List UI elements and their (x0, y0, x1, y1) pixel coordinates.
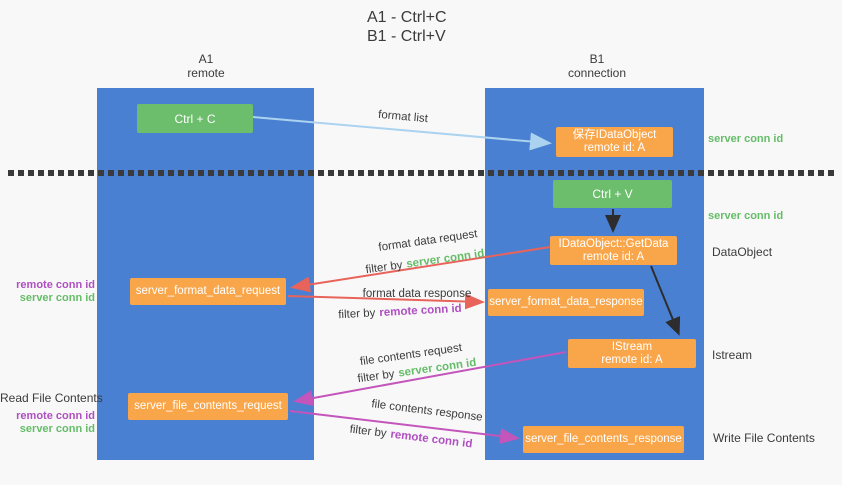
node-ctrl-c: Ctrl + C (137, 104, 253, 133)
node-save-idataobject-line1: 保存IDataObject (572, 129, 657, 141)
label-dataobject: DataObject (712, 245, 773, 259)
node-idataobject-getdata: IDataObject::GetData remote id: A (550, 236, 677, 265)
node-file-request-label: server_file_contents_request (134, 400, 282, 412)
label-istream: Istream (712, 348, 753, 362)
title-line-1: A1 - Ctrl+C (367, 9, 447, 26)
label-server-conn-id-mid-right: server conn id (708, 210, 784, 222)
node-server-format-data-response: server_format_data_response (488, 289, 644, 316)
node-getdata-line2: remote id: A (582, 250, 645, 263)
node-format-request-label: server_format_data_request (135, 285, 281, 297)
label-format-list: format list (377, 108, 429, 126)
label-file-contents-response: file contents response (370, 398, 484, 424)
node-ctrl-v-label: Ctrl + V (592, 187, 633, 201)
node-getdata-line1: IDataObject::GetData (558, 237, 669, 250)
label-remote-conn-id-left-1: remote conn id (16, 279, 95, 291)
label-server-conn-id-left-1: server conn id (19, 292, 95, 304)
label-format-data-response: format data response (362, 288, 472, 300)
title-line-2: B1 - Ctrl+V (367, 28, 446, 45)
node-save-idataobject-line2: remote id: A (583, 142, 646, 154)
node-server-format-data-request: server_format_data_request (130, 278, 286, 305)
node-istream: IStream remote id: A (568, 339, 696, 368)
node-istream-line1: IStream (611, 340, 653, 353)
node-file-response-label: server_file_contents_response (525, 433, 682, 445)
left-conn-id-block-1: remote conn id server conn id (0, 279, 95, 305)
label-server-conn-id-left-2: server conn id (19, 423, 95, 435)
node-save-idataobject: 保存IDataObject remote id: A (556, 127, 673, 157)
lane-a1-subtitle: remote (187, 66, 225, 80)
lane-b1-subtitle: connection (567, 66, 627, 80)
left-conn-id-block-2: Read File Contents remote conn id server… (0, 391, 103, 436)
lane-header-a1: A1 remote (146, 52, 266, 80)
node-ctrl-c-label: Ctrl + C (174, 111, 216, 126)
node-ctrl-v: Ctrl + V (553, 180, 672, 208)
lane-a1-name: A1 (198, 52, 214, 66)
lane-b1-name: B1 (589, 52, 605, 66)
session-divider-dotted-line (8, 170, 836, 176)
node-format-response-label: server_format_data_response (489, 296, 643, 308)
node-server-file-contents-request: server_file_contents_request (128, 393, 288, 420)
label-server-conn-id-top-right: server conn id (708, 133, 784, 145)
node-istream-line2: remote id: A (601, 353, 663, 366)
diagram-title: A1 - Ctrl+C B1 - Ctrl+V (367, 8, 447, 46)
node-server-file-contents-response: server_file_contents_response (523, 426, 684, 453)
lane-header-b1: B1 connection (537, 52, 657, 80)
label-write-file-contents: Write File Contents (713, 431, 815, 445)
label-remote-conn-id-left-2: remote conn id (16, 410, 95, 422)
label-read-file-contents: Read File Contents (0, 391, 103, 405)
